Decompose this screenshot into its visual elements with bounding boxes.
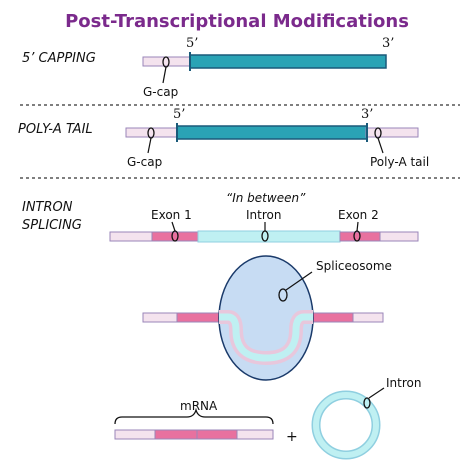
pre-mrna-exon1	[151, 231, 199, 242]
polya-5-end: 5’	[173, 107, 185, 122]
mrna-exon1	[154, 429, 198, 440]
splice-3utr	[352, 312, 384, 323]
splicing-heading-line2: SPLICING	[22, 218, 82, 233]
pre-mrna-3utr	[379, 231, 419, 242]
capping-5-end: 5’	[186, 36, 198, 51]
capping-3-end: 3’	[382, 36, 394, 51]
pre-mrna-5utr	[109, 231, 153, 242]
mrna-brace	[114, 407, 274, 425]
excised-intron-pointer	[363, 397, 371, 409]
splice-exon2	[312, 312, 354, 323]
in-between-label: “In between”	[226, 191, 306, 205]
page-title: Post-Transcriptional Modifications	[65, 11, 409, 32]
capping-mrna-strand	[189, 54, 387, 69]
capping-gcap-pointer	[162, 56, 170, 84]
polya-tail-pointer	[374, 127, 384, 154]
capping-gcap-label: G-cap	[143, 85, 178, 99]
plus-sign: +	[286, 429, 298, 445]
mrna-exon2	[196, 429, 238, 440]
mrna-label: mRNA	[180, 399, 218, 413]
capping-strand	[142, 52, 387, 71]
capping-5utr	[142, 56, 192, 67]
mrna-3utr	[236, 429, 274, 440]
spliceosome-label: Spliceosome	[316, 259, 392, 273]
capping-heading: 5’ CAPPING	[22, 51, 96, 66]
splice-exon1	[176, 312, 220, 323]
intron-label: Intron	[246, 208, 281, 222]
polya-gcap-pointer	[147, 127, 155, 154]
pre-mrna-intron	[197, 230, 341, 243]
excised-intron-label: Intron	[386, 376, 421, 390]
polya-3-end: 3’	[361, 107, 373, 122]
mrna-5utr	[114, 429, 156, 440]
polya-gcap-label: G-cap	[127, 155, 162, 169]
excised-intron-ring-fill	[313, 392, 379, 458]
mature-mrna	[114, 407, 274, 440]
splicing-heading-line1: INTRON	[22, 200, 73, 215]
exon2-label: Exon 2	[338, 208, 379, 222]
polya-tail-label: Poly-A tail	[370, 155, 429, 169]
polya-tail	[365, 127, 419, 138]
splice-5utr	[142, 312, 178, 323]
polya-strand	[125, 123, 419, 142]
spliceosome-group	[142, 255, 384, 381]
polya-heading: POLY-A TAIL	[18, 122, 93, 137]
polya-5utr	[125, 127, 179, 138]
spliceosome-pointer	[278, 288, 288, 302]
exon1-label: Exon 1	[151, 208, 192, 222]
spliceosome-intron-loop	[219, 313, 313, 362]
polya-mrna-strand	[176, 125, 368, 140]
